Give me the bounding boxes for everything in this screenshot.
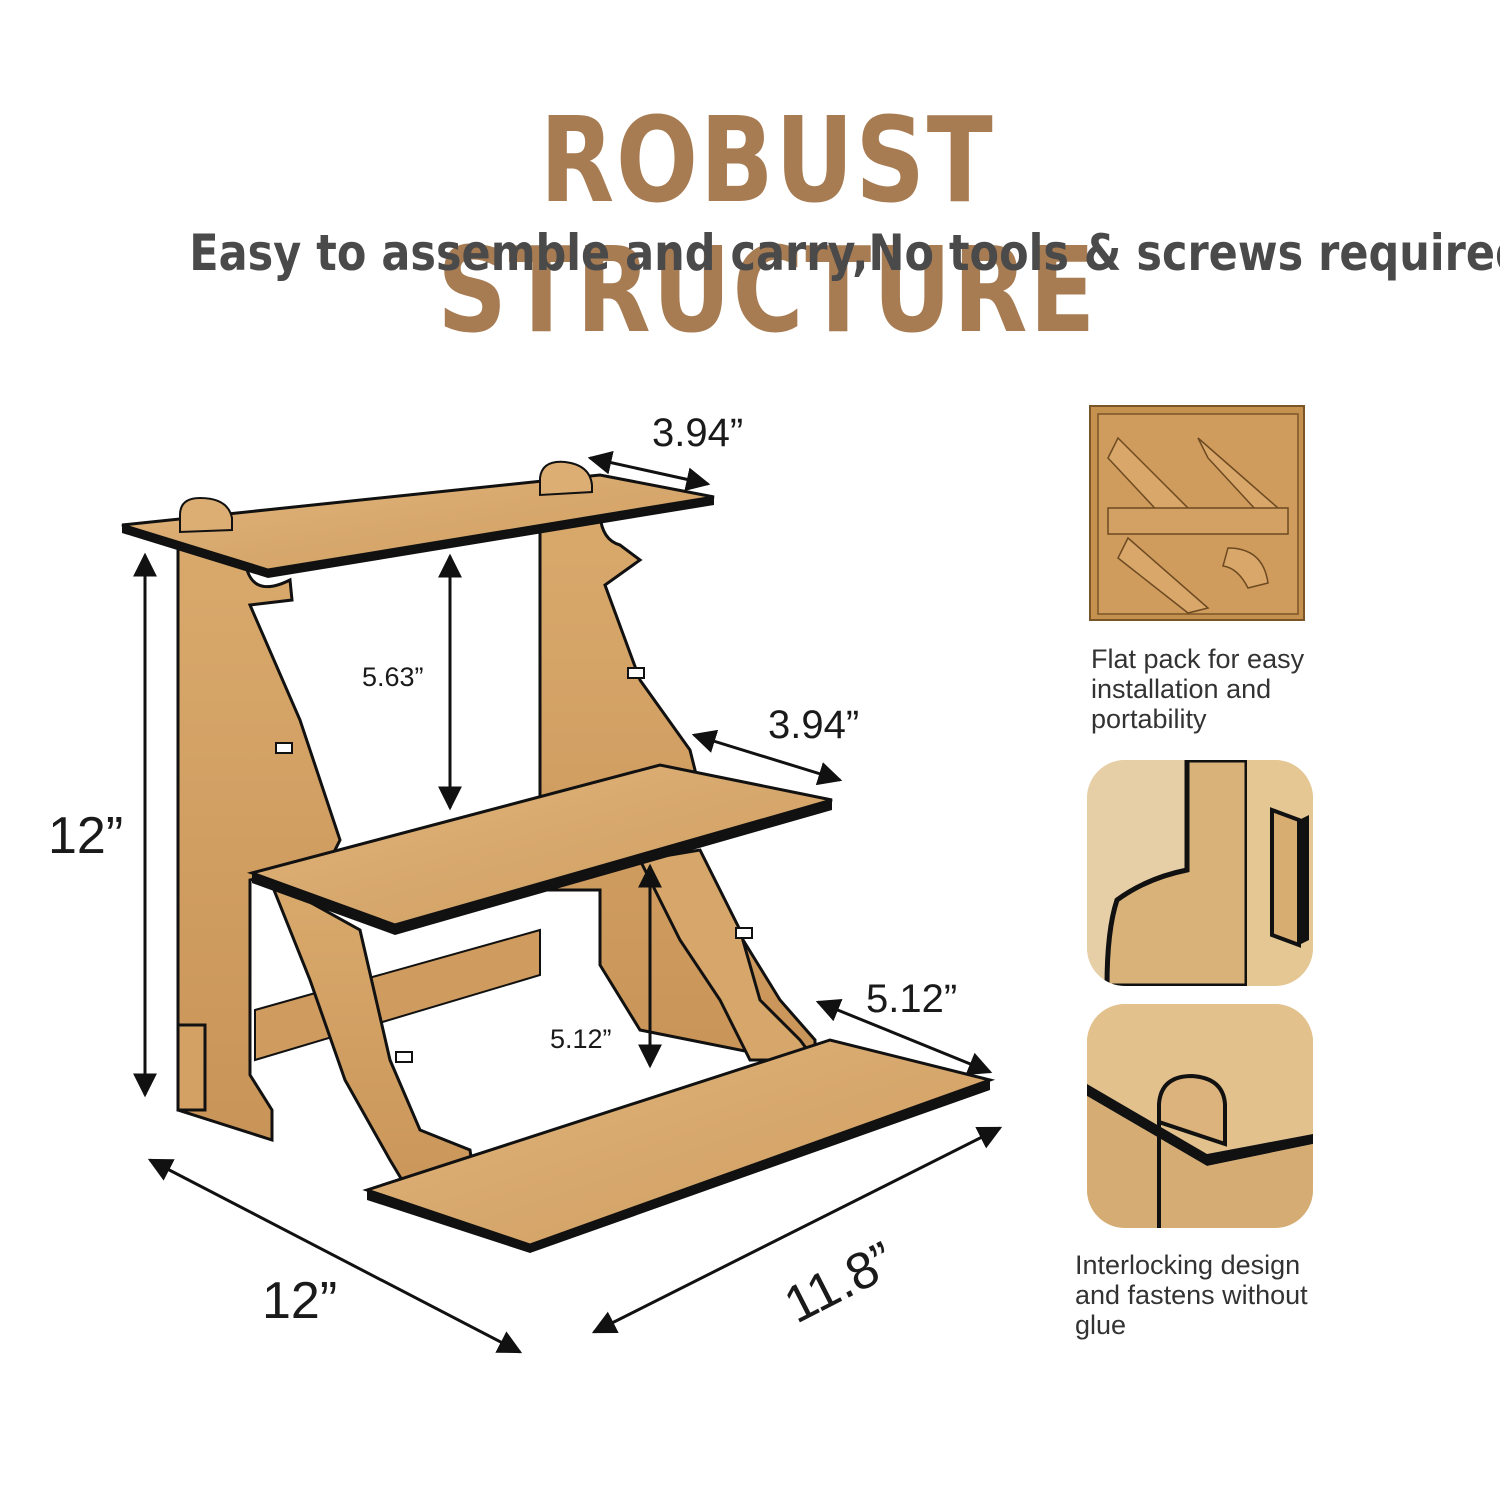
top-shelf xyxy=(121,460,715,578)
flat-pack-caption: Flat pack for easy installation and port… xyxy=(1091,644,1305,734)
middle-shelf-depth-label: 3.94” xyxy=(768,703,859,747)
bottom-shelf-depth-label: 5.12” xyxy=(866,977,957,1021)
left-side-panel xyxy=(176,537,342,1143)
bottom-depth-arrow xyxy=(815,999,993,1075)
total-height-label: 12” xyxy=(48,807,123,865)
dimension-arrows xyxy=(133,450,1003,1354)
shelf-width-label: 11.8” xyxy=(775,1231,904,1335)
interlock-tab-photo xyxy=(1087,1004,1313,1228)
interlock-caption: Interlocking design and fastens without … xyxy=(1075,1250,1308,1340)
middle-depth-arrow xyxy=(691,729,843,786)
flat-pack-photo xyxy=(1089,405,1305,621)
flat-pack-photo-frame xyxy=(1078,398,1314,630)
slot-marks xyxy=(275,667,753,1063)
top-shelf-gap-label: 5.63” xyxy=(362,662,424,692)
subheadline: Easy to assemble and carry,No tools & sc… xyxy=(189,224,1500,282)
middle-shelf xyxy=(246,763,833,935)
front-support xyxy=(267,848,818,1222)
side-length-label: 12” xyxy=(262,1272,337,1330)
interlock-tab-photo-frame xyxy=(1087,1004,1313,1228)
side-length-arrow xyxy=(147,1158,523,1354)
slot-joint-photo xyxy=(1087,760,1313,986)
headline: ROBUST STRUCTURE xyxy=(437,91,1097,359)
width-arrow xyxy=(591,1126,1003,1334)
top-depth-arrow xyxy=(587,450,711,492)
bottom-shelf-gap-label: 5.12” xyxy=(550,1024,612,1054)
top-shelf-depth-label: 3.94” xyxy=(652,411,743,455)
slot-joint-photo-frame xyxy=(1087,760,1313,986)
